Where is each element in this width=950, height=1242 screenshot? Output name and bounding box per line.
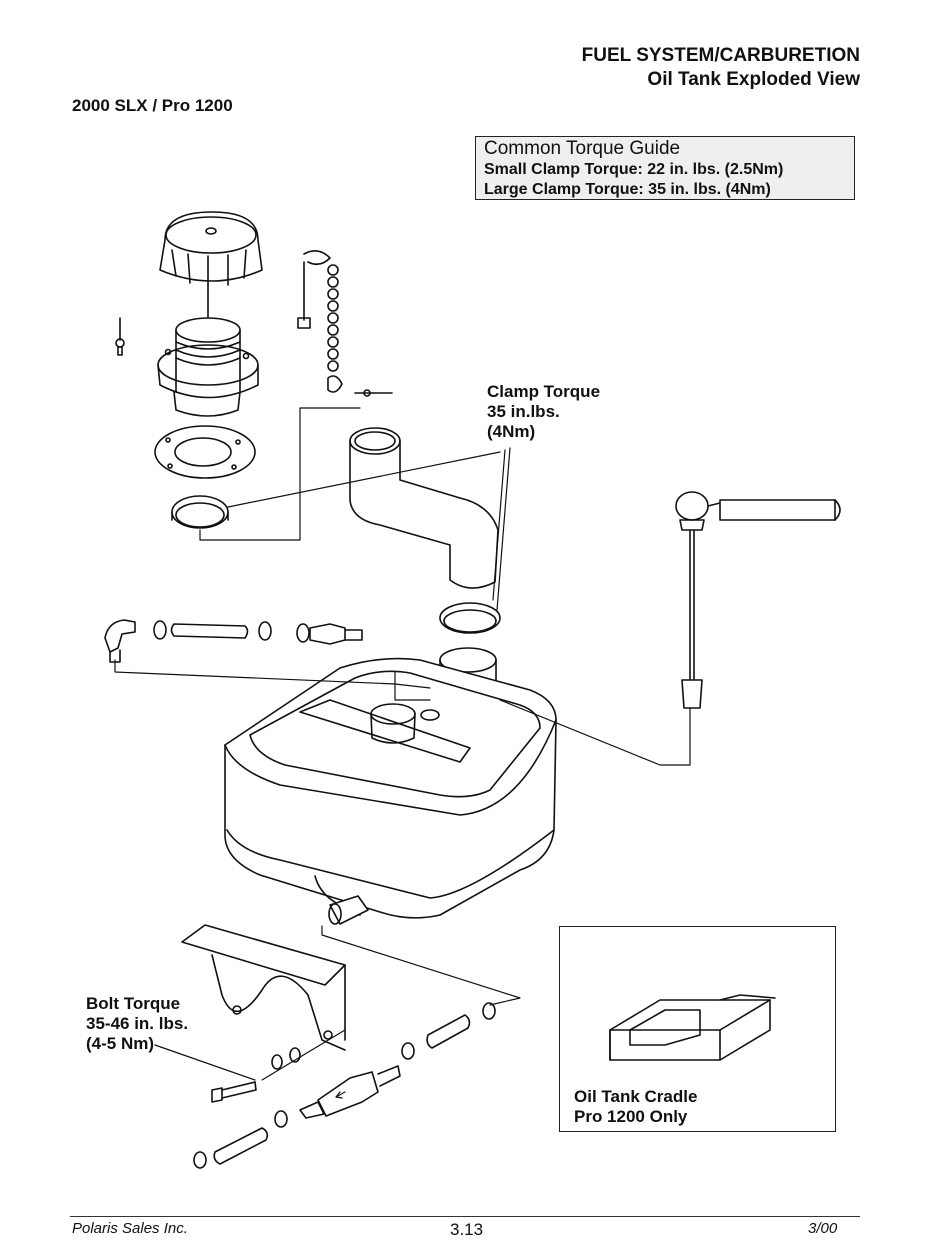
small-fitting [354,389,393,397]
page-subtitle: Oil Tank Exploded View [647,69,860,90]
elbow-hose [349,427,499,589]
lower-hose [213,1014,471,1165]
bolt-torque-callout: Bolt Torque 35-46 in. lbs. (4-5 Nm) [86,994,188,1054]
large-clamp-torque: Large Clamp Torque: 35 in. lbs. (4Nm) [484,181,771,198]
oil-tank [224,657,557,919]
section-title: FUEL SYSTEM/CARBURETION [581,45,860,66]
inline-filter [309,623,363,645]
footer-rule [70,1216,860,1217]
callout-line: 35-46 in. lbs. [86,1014,189,1033]
torque-guide-box: Common Torque Guide Small Clamp Torque: … [475,136,855,200]
callout-line: (4Nm) [487,422,536,441]
elbow-fitting [104,619,136,663]
torque-guide-title: Common Torque Guide [484,138,681,159]
level-sensor [675,491,841,709]
fuel-filter [299,1065,401,1119]
filler-cap [159,211,263,287]
model-label: 2000 SLX / Pro 1200 [72,96,233,115]
cradle-inset-box: Oil Tank Cradle Pro 1200 Only [559,926,836,1132]
callout-line: 35 in.lbs. [487,402,560,421]
footer-page-number: 3.13 [450,1220,484,1239]
cradle-label: Oil Tank Cradle Pro 1200 Only [574,1087,697,1127]
oil-tank-cradle [609,994,776,1061]
callout-line: Clamp Torque [487,382,601,401]
clamp-torque-callout: Clamp Torque 35 in.lbs. (4Nm) [487,382,600,442]
page-header: FUEL SYSTEM/CARBURETION Oil Tank Explode… [582,44,860,92]
drain-fitting [328,895,369,925]
hose-clamp [171,495,229,529]
screw [115,317,125,356]
cradle-label-line: Pro 1200 Only [574,1107,688,1126]
footer-date: 3/00 [808,1220,838,1237]
callout-line: (4-5 Nm) [86,1034,155,1053]
hose-segment [170,623,249,639]
bracket-bolt [211,1081,257,1103]
cradle-label-line: Oil Tank Cradle [574,1087,698,1106]
washers [193,1002,496,1169]
gasket [154,425,256,479]
tank-bracket [181,924,346,1051]
callout-line: Bolt Torque [86,994,181,1013]
small-clamp-torque: Small Clamp Torque: 22 in. lbs. (2.5Nm) [484,161,784,178]
footer-company: Polaris Sales Inc. [72,1220,188,1237]
hose-clamp-small [153,620,310,643]
cap-chain [297,250,343,393]
elbow-clamp [439,602,501,634]
filler-neck [157,317,259,417]
